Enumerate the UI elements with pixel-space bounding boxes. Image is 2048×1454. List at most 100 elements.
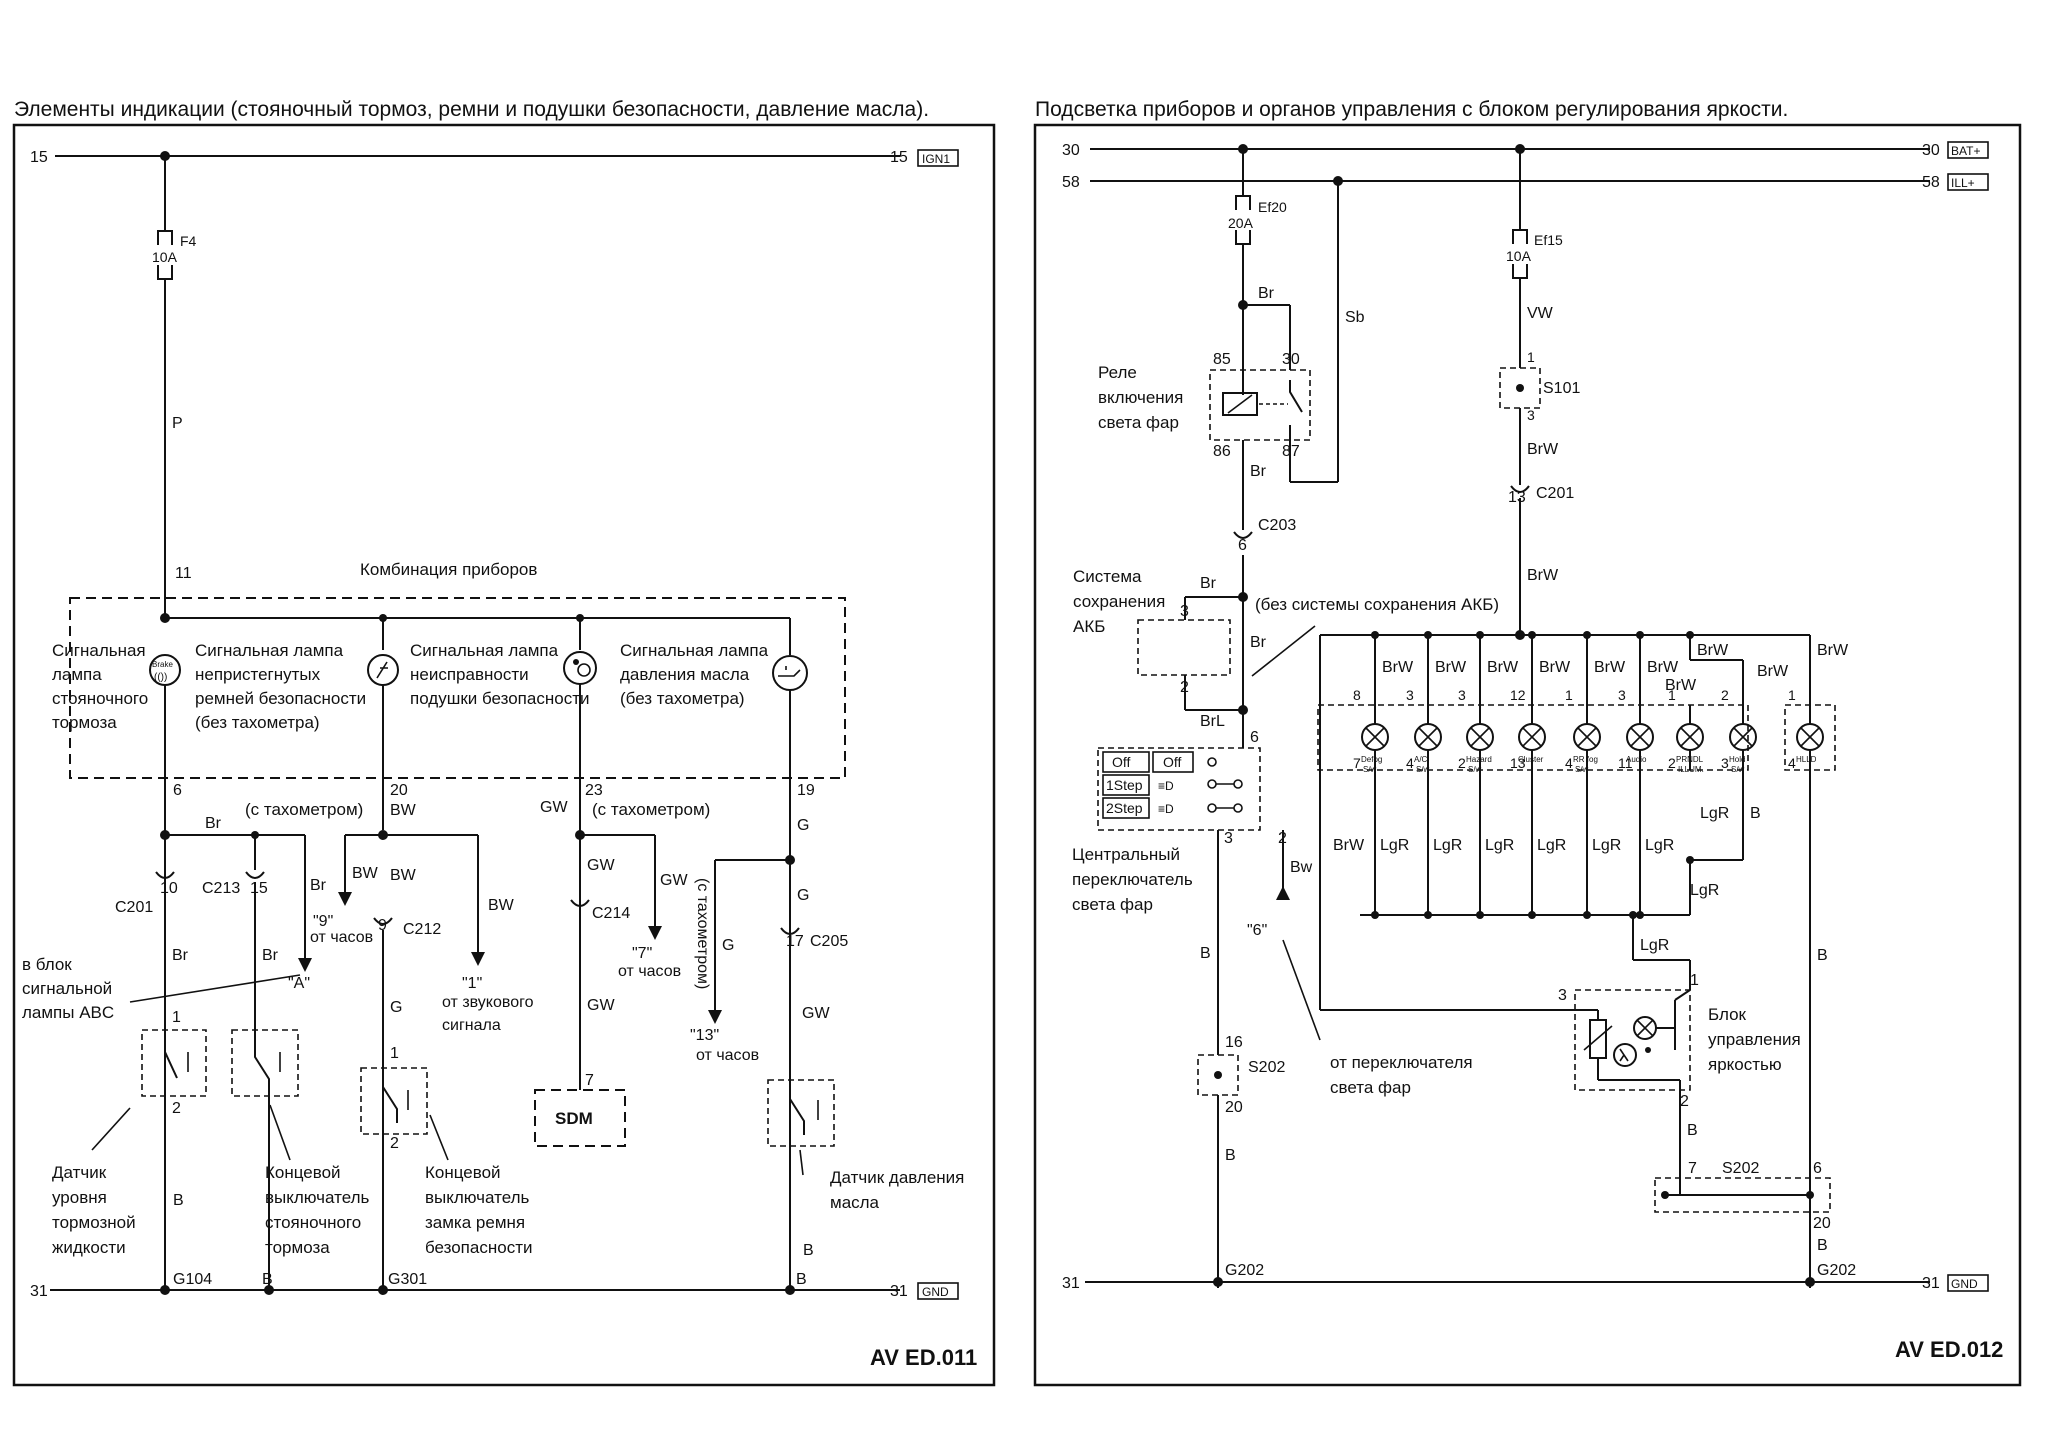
- svg-text:Ef20: Ef20: [1258, 199, 1287, 215]
- svg-text:17: 17: [786, 933, 804, 950]
- svg-text:BrW: BrW: [1527, 567, 1559, 584]
- seatbelt-buckle-switch: [360, 1067, 428, 1135]
- connector-c213: [245, 871, 265, 879]
- svg-text:Центральный: Центральный: [1072, 845, 1180, 864]
- svg-text:19: 19: [797, 782, 815, 799]
- svg-text:6: 6: [1250, 729, 1259, 746]
- svg-text:"1": "1": [462, 975, 482, 992]
- svg-text:Сигнальная лампа: Сигнальная лампа: [620, 641, 769, 660]
- bat-tag: BAT+: [1951, 144, 1980, 158]
- svg-text:B: B: [173, 1192, 184, 1209]
- bulb-pin-bottom: 13: [1510, 755, 1526, 771]
- seatbelt-lamp-icon: [367, 654, 399, 686]
- svg-text:58: 58: [1062, 174, 1080, 191]
- svg-text:B: B: [1817, 1237, 1828, 1254]
- parking-brake-lamp-icon: Brake (()): [149, 654, 181, 686]
- svg-text:LgR: LgR: [1380, 837, 1409, 854]
- bulb-pin-top: 2: [1721, 687, 1729, 703]
- svg-text:G: G: [390, 999, 402, 1016]
- svg-text:лампы ABC: лампы ABC: [22, 1003, 114, 1022]
- bulb-name: HLLD: [1796, 755, 1817, 764]
- svg-text:стояночного: стояночного: [265, 1213, 361, 1232]
- bulb-pin-top: 8: [1353, 687, 1361, 703]
- svg-text:BrW: BrW: [1435, 659, 1467, 676]
- svg-text:B: B: [796, 1271, 807, 1288]
- lamp-label-seatbelt: Сигнальная лампа непристегнутых ремней б…: [195, 641, 366, 732]
- svg-text:31: 31: [30, 1283, 48, 1300]
- svg-text:85: 85: [1213, 351, 1231, 368]
- svg-text:Br: Br: [262, 947, 279, 964]
- svg-text:31: 31: [1062, 1275, 1080, 1292]
- bulb-pin-top: 1: [1788, 687, 1796, 703]
- svg-text:Концевой: Концевой: [265, 1163, 341, 1182]
- dimmer-label: Блок управления яркостью: [1708, 1005, 1801, 1074]
- svg-text:BrL: BrL: [1200, 713, 1225, 730]
- svg-text:G202: G202: [1225, 1262, 1264, 1279]
- bulb-pin-bottom: 11: [1618, 755, 1633, 771]
- svg-text:BrW: BrW: [1333, 837, 1365, 854]
- svg-text:C203: C203: [1258, 517, 1296, 534]
- svg-text:Bw: Bw: [1290, 859, 1313, 876]
- svg-text:"7": "7": [632, 945, 652, 962]
- bulb-pin-bottom: 4: [1565, 755, 1573, 771]
- svg-text:GW: GW: [802, 1005, 830, 1022]
- svg-text:C201: C201: [1536, 485, 1574, 502]
- svg-text:3: 3: [1527, 407, 1535, 423]
- bulb-pin-top: 12: [1510, 687, 1526, 703]
- svg-text:GW: GW: [660, 872, 688, 889]
- left-title: Элементы индикации (стояночный тормоз, р…: [14, 98, 929, 121]
- bulb-icon: [1626, 723, 1654, 751]
- svg-text:LgR: LgR: [1592, 837, 1621, 854]
- ign1-tag: IGN1: [922, 152, 950, 166]
- sdm-module: [534, 1089, 626, 1147]
- bulb-icon: [1676, 723, 1704, 751]
- svg-text:F4: F4: [180, 233, 197, 249]
- bulb-name: A/C: [1414, 755, 1428, 764]
- svg-text:Sb: Sb: [1345, 309, 1365, 326]
- svg-text:BrW: BrW: [1647, 659, 1679, 676]
- gnd-tag-left: GND: [922, 1285, 949, 1299]
- svg-text:30: 30: [1922, 142, 1940, 159]
- svg-text:LgR: LgR: [1485, 837, 1514, 854]
- connector-c201-left: [155, 871, 175, 879]
- svg-text:15: 15: [30, 149, 48, 166]
- lamp-label-parking: Сигнальная лампа стояночного тормоза: [52, 641, 148, 732]
- svg-text:BrW: BrW: [1757, 663, 1789, 680]
- svg-text:Br: Br: [172, 947, 189, 964]
- left-frame: [12, 123, 996, 1387]
- bulb-name: RR fog: [1573, 755, 1598, 764]
- svg-text:сигнала: сигнала: [442, 1017, 501, 1034]
- svg-text:света фар: света фар: [1330, 1078, 1411, 1097]
- svg-text:1: 1: [1527, 349, 1535, 365]
- from-switch-label: от переключателя света фар: [1330, 1053, 1473, 1097]
- oil-pressure-sensor: [767, 1079, 835, 1147]
- svg-text:1Step: 1Step: [1106, 777, 1143, 793]
- svg-text:B: B: [1200, 945, 1211, 962]
- lamp-label-oil: Сигнальная лампа давления масла (без тах…: [620, 641, 769, 708]
- svg-text:15: 15: [250, 880, 268, 897]
- svg-text:безопасности: безопасности: [425, 1238, 532, 1257]
- svg-text:(без тахометра): (без тахометра): [195, 713, 320, 732]
- svg-text:BrW: BrW: [1527, 441, 1559, 458]
- bulb-pin-bottom: 2: [1458, 755, 1466, 771]
- right-panel: Подсветка приборов и органов управления …: [1033, 98, 2022, 1387]
- svg-text:"6": "6": [1247, 922, 1267, 939]
- svg-text:15: 15: [890, 149, 908, 166]
- svg-text:тормозной: тормозной: [52, 1213, 136, 1232]
- headlight-relay: [1209, 369, 1311, 441]
- svg-text:от часов: от часов: [696, 1047, 759, 1064]
- bulb-name: Audio: [1626, 755, 1647, 764]
- bulb-pin-bottom: 7: [1353, 755, 1361, 771]
- svg-text:7: 7: [585, 1072, 594, 1089]
- bulb-pin-bottom: 4: [1406, 755, 1414, 771]
- svg-text:13: 13: [1508, 489, 1526, 506]
- with-tacho-label-1: (с тахометром): [245, 800, 363, 819]
- connector-c201-right: [1510, 485, 1530, 493]
- svg-text:31: 31: [890, 1283, 908, 1300]
- svg-text:BrW: BrW: [1487, 659, 1519, 676]
- svg-text:неисправности: неисправности: [410, 665, 529, 684]
- bulb-pin-bottom: 3: [1721, 755, 1729, 771]
